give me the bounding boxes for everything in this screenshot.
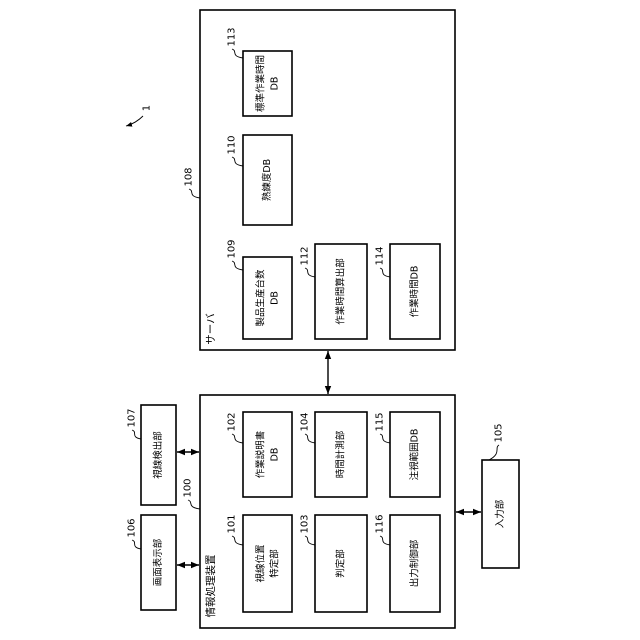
leader-line-106 [132, 540, 141, 549]
ref-number-103: 103 [300, 514, 311, 533]
block-102-box [243, 412, 292, 497]
block-113-text-line-2: DB [270, 77, 281, 91]
block-103-text: 判定部 [335, 549, 347, 578]
block-109-text-line-2: DB [270, 291, 281, 305]
ref-number-101: 101 [227, 514, 238, 533]
block-113-text-line-1: 標準作業時間 [255, 55, 267, 112]
leader-line-100 [188, 500, 200, 509]
ref-number-116: 116 [375, 514, 386, 533]
ref-number-114: 114 [375, 246, 386, 265]
block-101-text-line-2: 特定部 [269, 549, 281, 578]
server: サーバ 108 標準作業時間 DB 113 熟練度DB 110 製品生産台数 D… [184, 10, 456, 350]
ref-number-106: 106 [127, 518, 138, 537]
block-101-box [243, 515, 292, 612]
block-110-text: 熟練度DB [261, 159, 273, 201]
block-107: 視線検出部 107 [127, 405, 177, 505]
block-112-text: 作業時間算出部 [335, 258, 347, 325]
leader-line-108 [189, 189, 200, 198]
figure-reference: 1 [126, 105, 153, 126]
leader-line-107 [132, 430, 141, 439]
ref-number-108: 108 [184, 167, 195, 186]
block-116-text: 出力制御部 [409, 540, 421, 588]
ref-number-115: 115 [375, 412, 386, 431]
ref-number-110: 110 [227, 135, 238, 154]
block-115-text: 注視範囲DB [409, 429, 421, 481]
server-title: サーバ [205, 313, 217, 345]
ref-number-104: 104 [300, 412, 311, 431]
ref-number-112: 112 [300, 246, 311, 265]
block-102-text-line-1: 作業説明書 [255, 431, 267, 479]
device-title: 情報処理装置 [204, 555, 217, 618]
block-107-text: 視線検出部 [152, 431, 164, 479]
block-101-text-line-1: 視線位置 [255, 544, 267, 582]
block-109-box [243, 257, 292, 339]
block-106: 画面表示部 106 [127, 515, 177, 610]
block-109-text-line-1: 製品生産台数 [255, 269, 267, 327]
block-113-box [243, 51, 292, 116]
block-114-text: 作業時間DB [409, 266, 421, 318]
ref-number-102: 102 [227, 412, 238, 431]
ref-number-107: 107 [127, 408, 138, 427]
block-104-text: 時間計測部 [335, 431, 347, 479]
ref-number-109: 109 [227, 239, 238, 258]
leader-line-105 [489, 445, 499, 460]
ref-number-100: 100 [183, 478, 194, 497]
information-processing-device: 情報処理装置 100 作業説明書 DB 102 時間計測部 104 注視範囲DB… [183, 395, 456, 628]
ref-number-113: 113 [227, 27, 238, 46]
figure-ref-number: 1 [142, 105, 153, 111]
block-106-text: 画面表示部 [152, 539, 164, 587]
block-105: 入力部 105 [482, 423, 519, 568]
block-102-text-line-2: DB [270, 448, 281, 462]
ref-number-105: 105 [494, 423, 505, 442]
block-105-text: 入力部 [494, 500, 506, 529]
figure-ref-arrow [126, 116, 143, 126]
